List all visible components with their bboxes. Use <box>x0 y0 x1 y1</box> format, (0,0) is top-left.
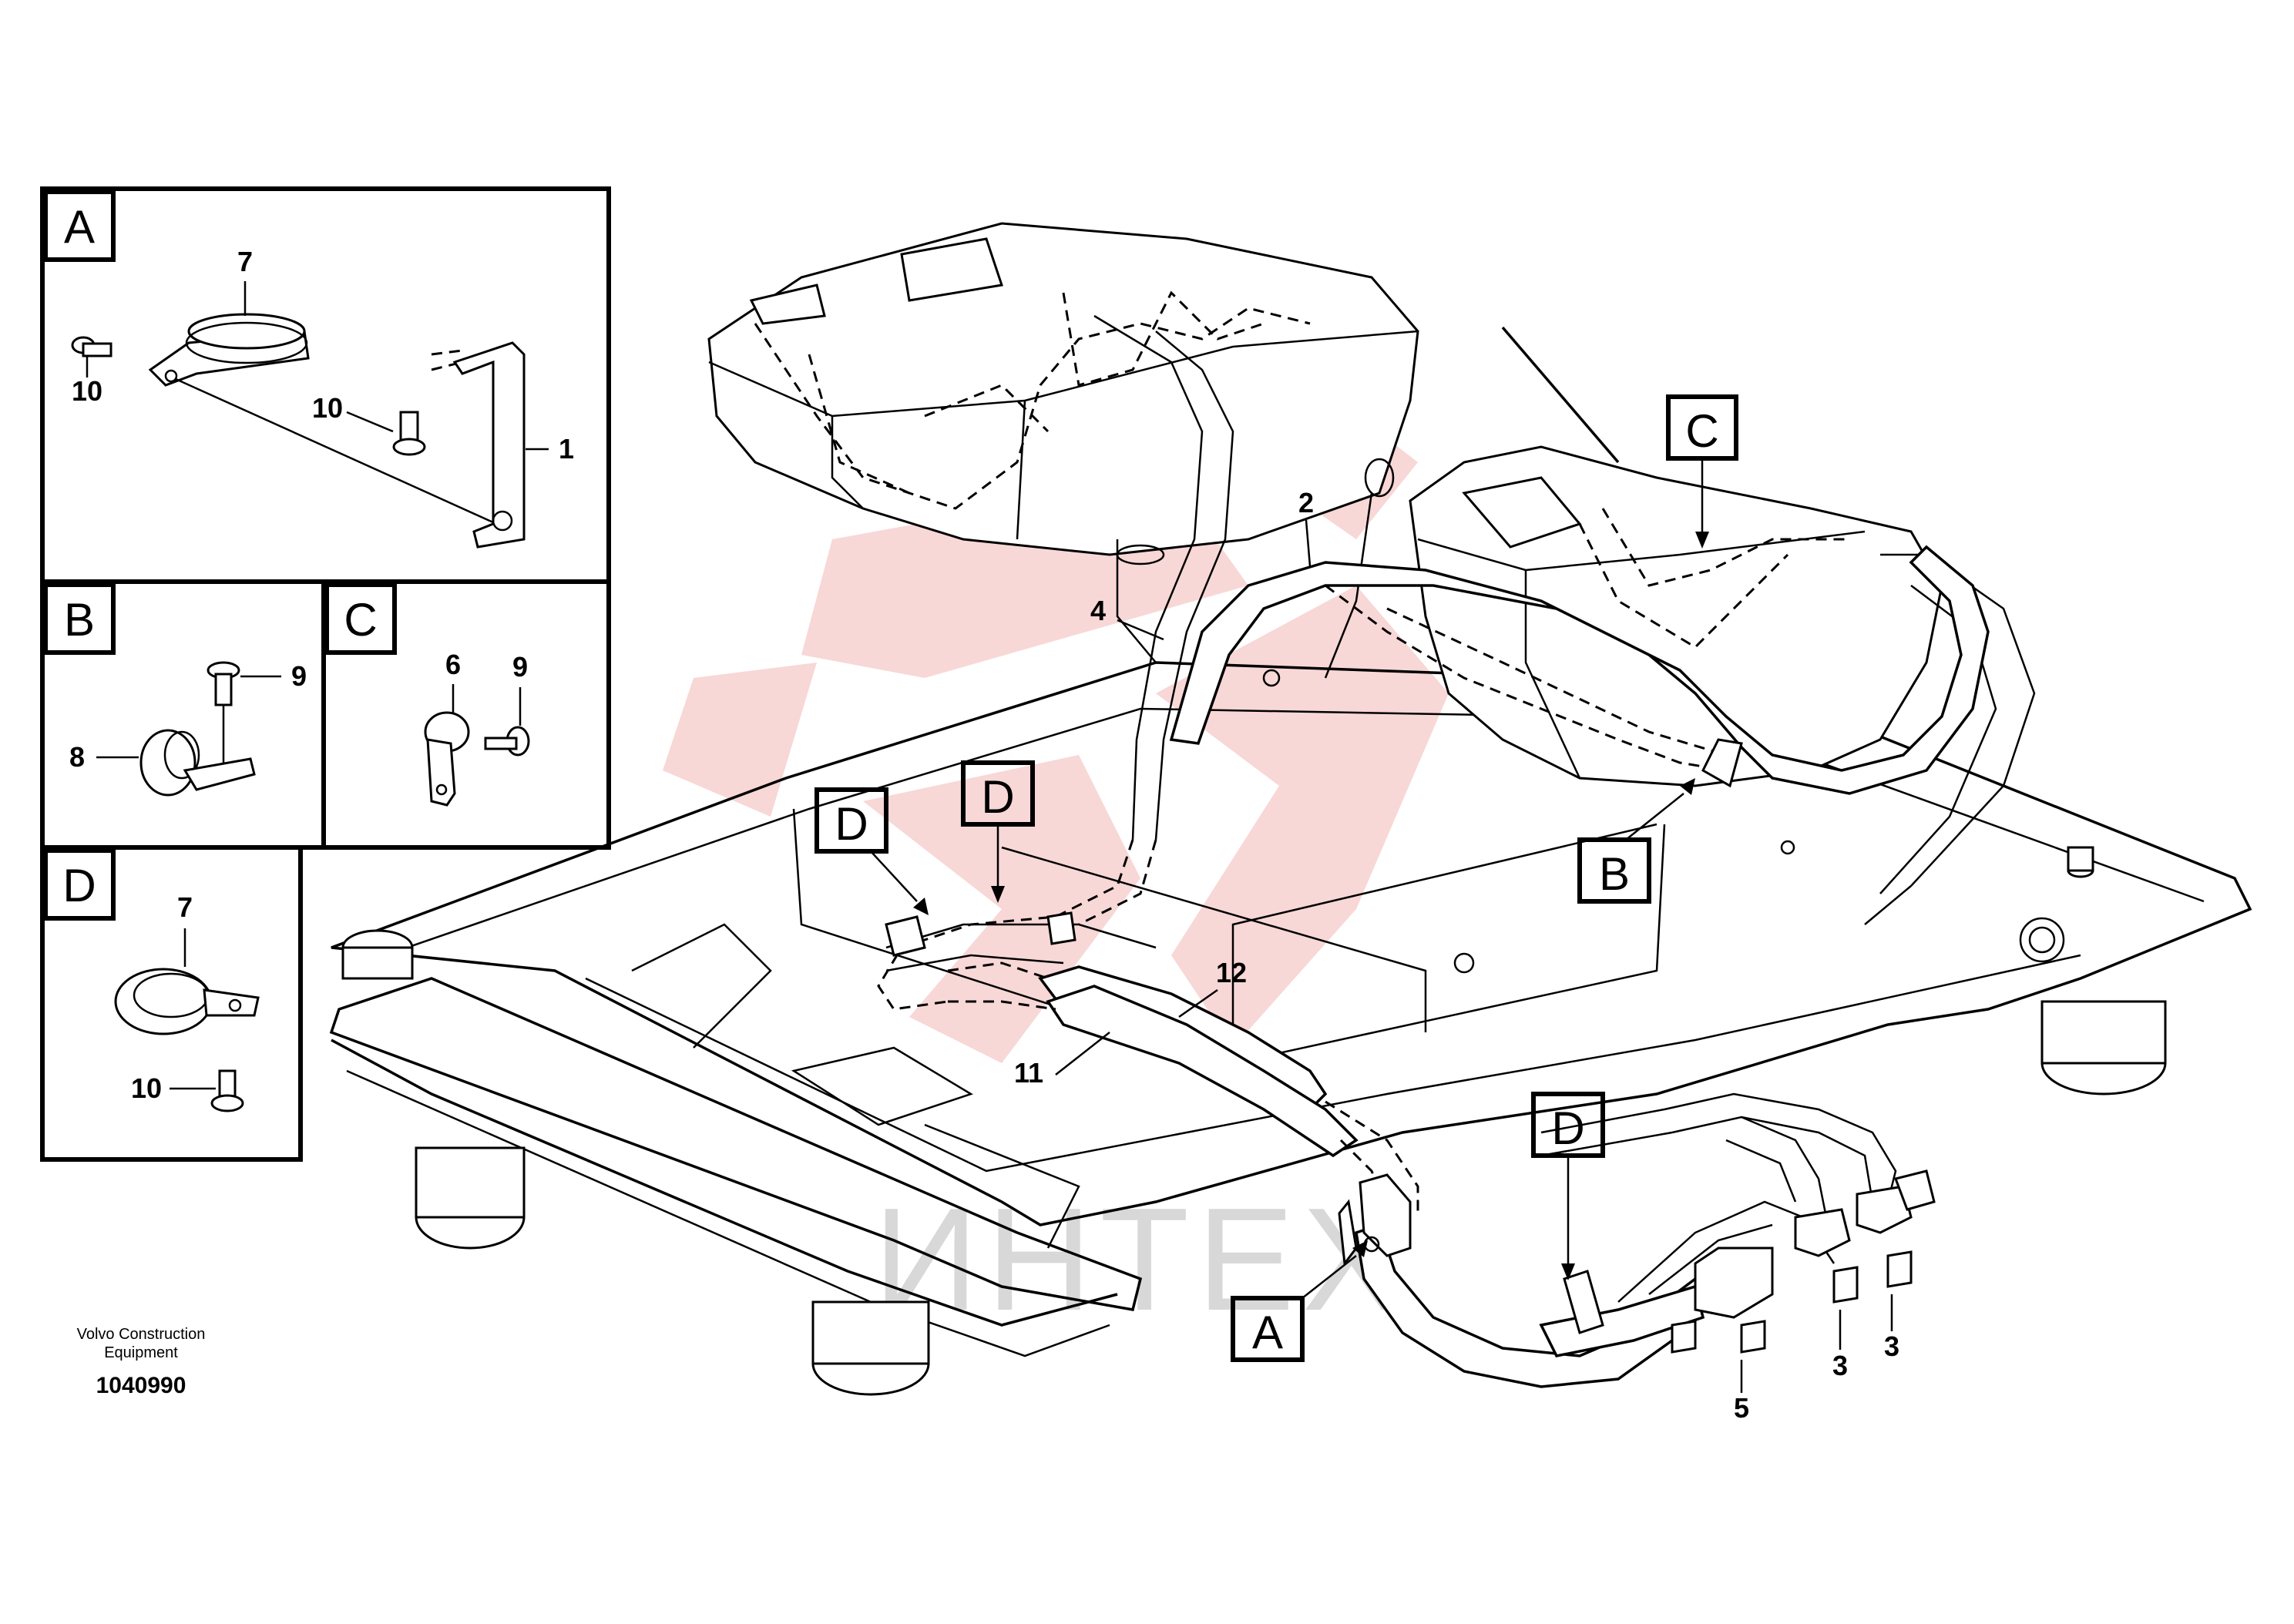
harness-11-12 <box>885 923 1419 1226</box>
callout-b: B <box>1577 778 1695 904</box>
detail-c-label-6: 6 <box>445 649 461 680</box>
detail-d-label-7: 7 <box>177 891 193 923</box>
clamp-part-7-d <box>114 968 260 1035</box>
callout-c: C <box>1666 394 1738 549</box>
part-number-labels: 2 4 12 11 3 3 5 <box>1014 487 1899 1424</box>
detail-a-label-7: 7 <box>237 246 253 277</box>
screw-part-10-left <box>71 336 113 357</box>
detail-box-c: C 6 9 <box>321 579 611 850</box>
detail-d-label-10: 10 <box>131 1072 162 1104</box>
drawing-footer: Volvo Construction Equipment 1040990 <box>77 1326 206 1398</box>
front-frame <box>329 923 1143 1357</box>
rubber-mounts <box>341 846 2167 1396</box>
right-control-console <box>1409 326 2036 925</box>
callout-d-1: D <box>814 787 929 915</box>
callout-a: A <box>1231 1240 1368 1362</box>
callout-d-2: D <box>961 760 1035 903</box>
callout-d-1-letter: D <box>835 798 868 850</box>
callout-d-2-letter: D <box>981 771 1014 823</box>
detail-box-b-letter: B <box>64 594 95 646</box>
clip-part-6 <box>424 711 470 807</box>
connectors <box>1671 1169 1936 1354</box>
detail-box-b: B 9 8 <box>40 579 326 850</box>
detail-box-c-letter: C <box>344 594 377 646</box>
callout-a-letter: A <box>1252 1307 1283 1358</box>
detail-a-label-10-middle: 10 <box>312 392 343 424</box>
detail-box-a: A 7 10 10 1 <box>40 186 611 584</box>
part-label-3-a: 3 <box>1832 1350 1848 1381</box>
harness-clamps <box>885 911 1604 1334</box>
screw-part-9-c <box>484 726 530 757</box>
screw-part-10-d <box>210 1069 244 1112</box>
part-label-5: 5 <box>1734 1392 1749 1424</box>
left-control-console <box>707 222 1419 679</box>
clamp-part-7 <box>148 313 310 387</box>
callout-b-letter: B <box>1599 848 1630 900</box>
console-internal-harness <box>754 290 1849 649</box>
detail-b-label-9: 9 <box>291 660 307 692</box>
detail-box-d: D 7 10 <box>40 845 303 1162</box>
part-label-2: 2 <box>1298 487 1314 518</box>
screw-part-10-middle <box>392 349 463 456</box>
harness-2 <box>1169 545 1990 795</box>
part-label-3-b: 3 <box>1884 1330 1899 1362</box>
bracket-part-1 <box>175 341 526 549</box>
part-label-11: 11 <box>1014 1057 1043 1089</box>
detail-box-d-letter: D <box>62 860 96 911</box>
part-label-12: 12 <box>1216 957 1247 988</box>
watermark-text: ИНТЕХ <box>873 1178 1407 1341</box>
callout-d-3: D <box>1531 1092 1605 1280</box>
callout-c-letter: C <box>1685 405 1718 457</box>
clamp-part-8 <box>139 729 256 797</box>
detail-c-label-9: 9 <box>512 651 528 683</box>
lower-harness <box>1355 1092 1897 1388</box>
manufacturer-line-1: Volvo Construction <box>77 1326 206 1343</box>
drawing-number: 1040990 <box>96 1373 186 1398</box>
manufacturer-line-2: Equipment <box>104 1344 178 1361</box>
harness-4 <box>877 314 1234 1011</box>
part-label-4: 4 <box>1090 595 1106 626</box>
detail-b-label-8: 8 <box>69 741 85 773</box>
detail-box-a-letter: A <box>64 201 95 253</box>
screw-part-9-b <box>207 661 240 763</box>
detail-a-label-10-left: 10 <box>72 375 102 407</box>
callout-d-3-letter: D <box>1551 1102 1584 1154</box>
detail-a-label-1: 1 <box>559 433 574 465</box>
